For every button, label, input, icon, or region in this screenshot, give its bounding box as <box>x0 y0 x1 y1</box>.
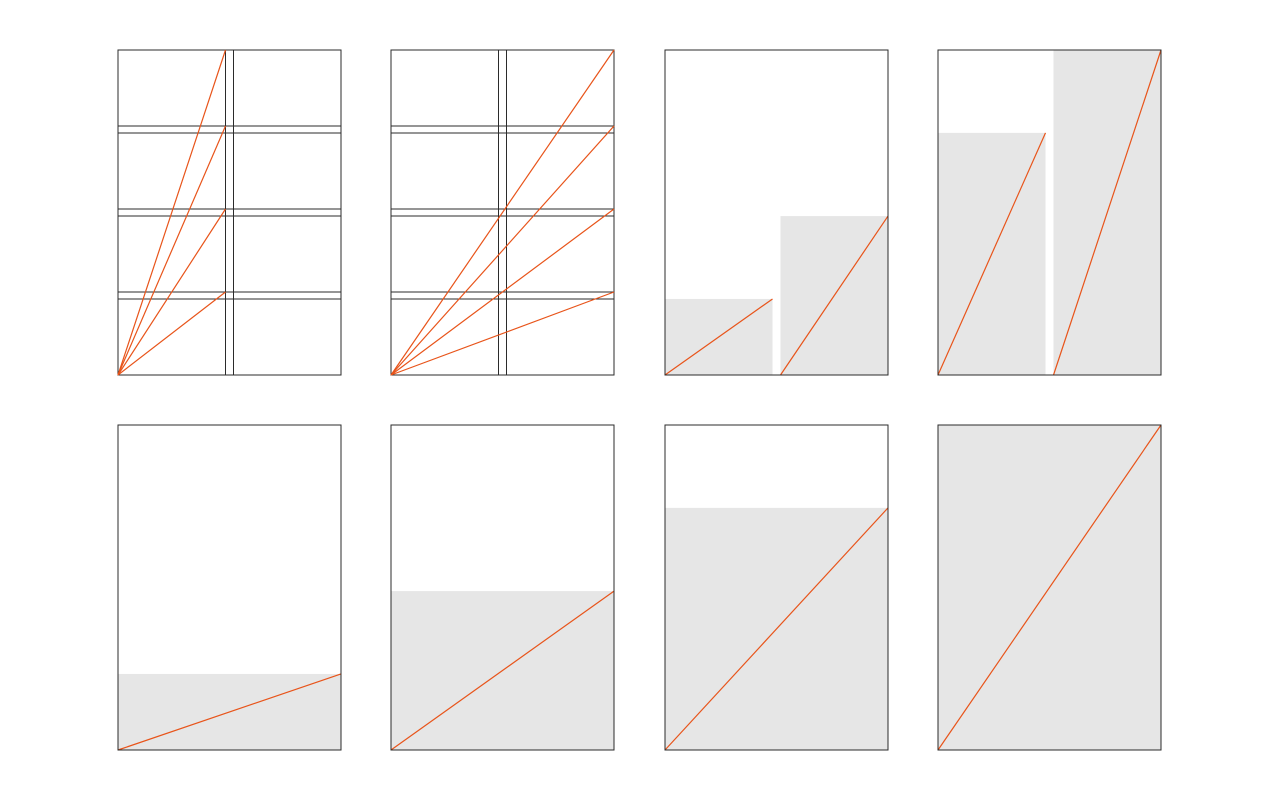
page-frame-7 <box>664 424 889 751</box>
diagonal-2-0 <box>390 49 615 376</box>
page-frame-3 <box>664 49 889 376</box>
page-frame-1 <box>117 49 342 376</box>
diagonal-1-0 <box>117 49 227 376</box>
diagonal-1-1 <box>117 125 227 376</box>
page-frame-2 <box>390 49 615 376</box>
diagonal-2-2 <box>390 208 615 376</box>
diagonal-5 <box>117 673 342 751</box>
diagonal-8 <box>937 424 1162 751</box>
diagonal-2-1 <box>390 125 615 376</box>
page-frame-5 <box>117 424 342 751</box>
diagonal-4-1 <box>937 132 1047 376</box>
column-gutter-1 <box>225 49 234 376</box>
diagonal-6 <box>390 590 615 751</box>
row-gutter-2-3 <box>390 291 615 300</box>
diagonal-3-2 <box>780 215 889 376</box>
diagonal-2-3 <box>390 291 615 376</box>
page-frame-6 <box>390 424 615 751</box>
diagonal-4-2 <box>1052 49 1162 376</box>
row-gutter-1-2 <box>117 208 342 217</box>
page-frame-8 <box>937 424 1162 751</box>
diagonal-3-1 <box>664 298 773 376</box>
page-frame-4 <box>937 49 1162 376</box>
diagonal-7 <box>664 507 889 751</box>
diagonal-1-3 <box>117 291 226 376</box>
row-gutter-1-1 <box>117 125 342 134</box>
diagonal-1-2 <box>117 208 227 376</box>
row-gutter-2-1 <box>390 125 615 134</box>
